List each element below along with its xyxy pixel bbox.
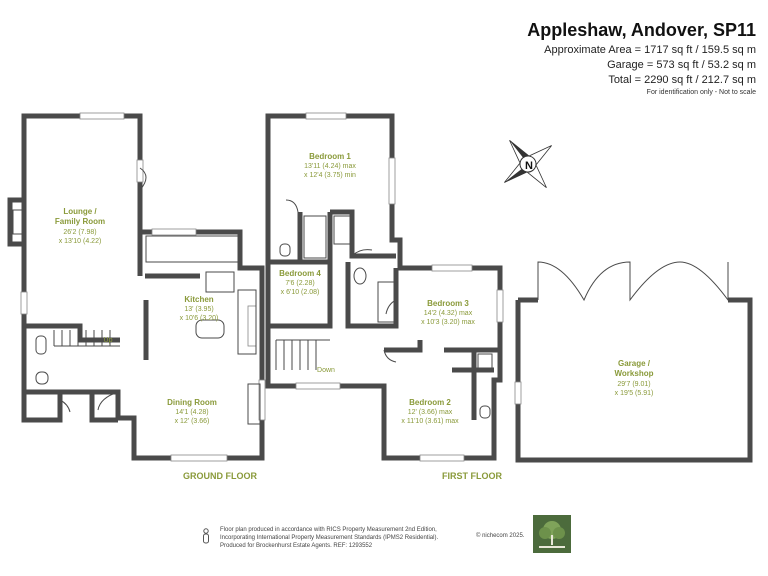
bedroom1-dim2: x 12'4 (3.75) min	[304, 172, 356, 179]
garage-plan	[514, 261, 753, 463]
kitchen-dim: 13' (3.95)	[184, 306, 213, 313]
tree-icon	[539, 521, 565, 548]
bedroom3-dim2: x 10'3 (3.20) max	[421, 319, 475, 326]
bedroom4-label: Bedroom 4	[279, 269, 321, 278]
person-icon	[203, 528, 209, 544]
approximate-area: Approximate Area = 1717 sq ft / 159.5 sq…	[544, 44, 756, 56]
total-area: Total = 2290 sq ft / 212.7 sq m	[608, 74, 756, 86]
scale-note: For identification only - Not to scale	[646, 89, 756, 96]
footer-line1: Floor plan produced in accordance with R…	[220, 527, 437, 533]
footer-line2: Incorporating International Property Mea…	[220, 535, 439, 541]
stairs-down-label: Down	[317, 367, 335, 374]
first-floor-plan	[265, 112, 504, 462]
bedroom3-label: Bedroom 3	[427, 299, 469, 308]
bedroom2-label: Bedroom 2	[409, 398, 451, 407]
garage-dim: 29'7 (9.01)	[617, 381, 650, 388]
bedroom3-dim: 14'2 (4.32) max	[424, 310, 473, 317]
bedroom4-dim: 7'6 (2.28)	[285, 280, 314, 287]
bedroom1-dim: 13'11 (4.24) max	[304, 163, 356, 170]
first-floor-label: FIRST FLOOR	[442, 471, 502, 481]
dining-room-dim: 14'1 (4.28)	[175, 409, 208, 416]
lounge-label-line2: Family Room	[55, 217, 105, 226]
footer-line3: Produced for Brockenhurst Estate Agents.…	[220, 543, 373, 549]
dining-room-label: Dining Room	[167, 398, 217, 407]
estate-agent-logo	[533, 515, 571, 553]
stairs-up-label: Up	[104, 337, 113, 344]
property-title: Appleshaw, Andover, SP11	[527, 20, 756, 40]
lounge-dim2: x 13'10 (4.22)	[59, 238, 102, 245]
garage-dim2: x 19'5 (5.91)	[615, 390, 654, 397]
compass-icon	[504, 140, 552, 188]
ground-floor-plan	[7, 112, 266, 462]
footer-text: Floor plan produced in accordance with R…	[220, 526, 438, 550]
lounge-label: Lounge /	[63, 207, 97, 216]
garage-label: Garage /	[618, 359, 651, 368]
bedroom2-dim2: x 11'10 (3.61) max	[401, 418, 459, 425]
bedroom4-dim2: x 6'10 (2.08)	[281, 289, 320, 296]
kitchen-label: Kitchen	[184, 295, 213, 304]
kitchen-dim2: x 10'6 (3.20)	[180, 315, 219, 322]
bedroom1-label: Bedroom 1	[309, 152, 351, 161]
bedroom2-dim: 12' (3.66) max	[408, 409, 453, 416]
garage-area: Garage = 573 sq ft / 53.2 sq m	[607, 59, 756, 71]
ground-floor-label: GROUND FLOOR	[183, 471, 257, 481]
lounge-dim: 26'2 (7.98)	[63, 229, 96, 236]
copyright-text: © nichecom 2025.	[476, 533, 525, 539]
dining-room-dim2: x 12' (3.66)	[175, 418, 210, 425]
compass-north-label: N	[525, 160, 533, 172]
garage-label-line2: Workshop	[615, 369, 654, 378]
